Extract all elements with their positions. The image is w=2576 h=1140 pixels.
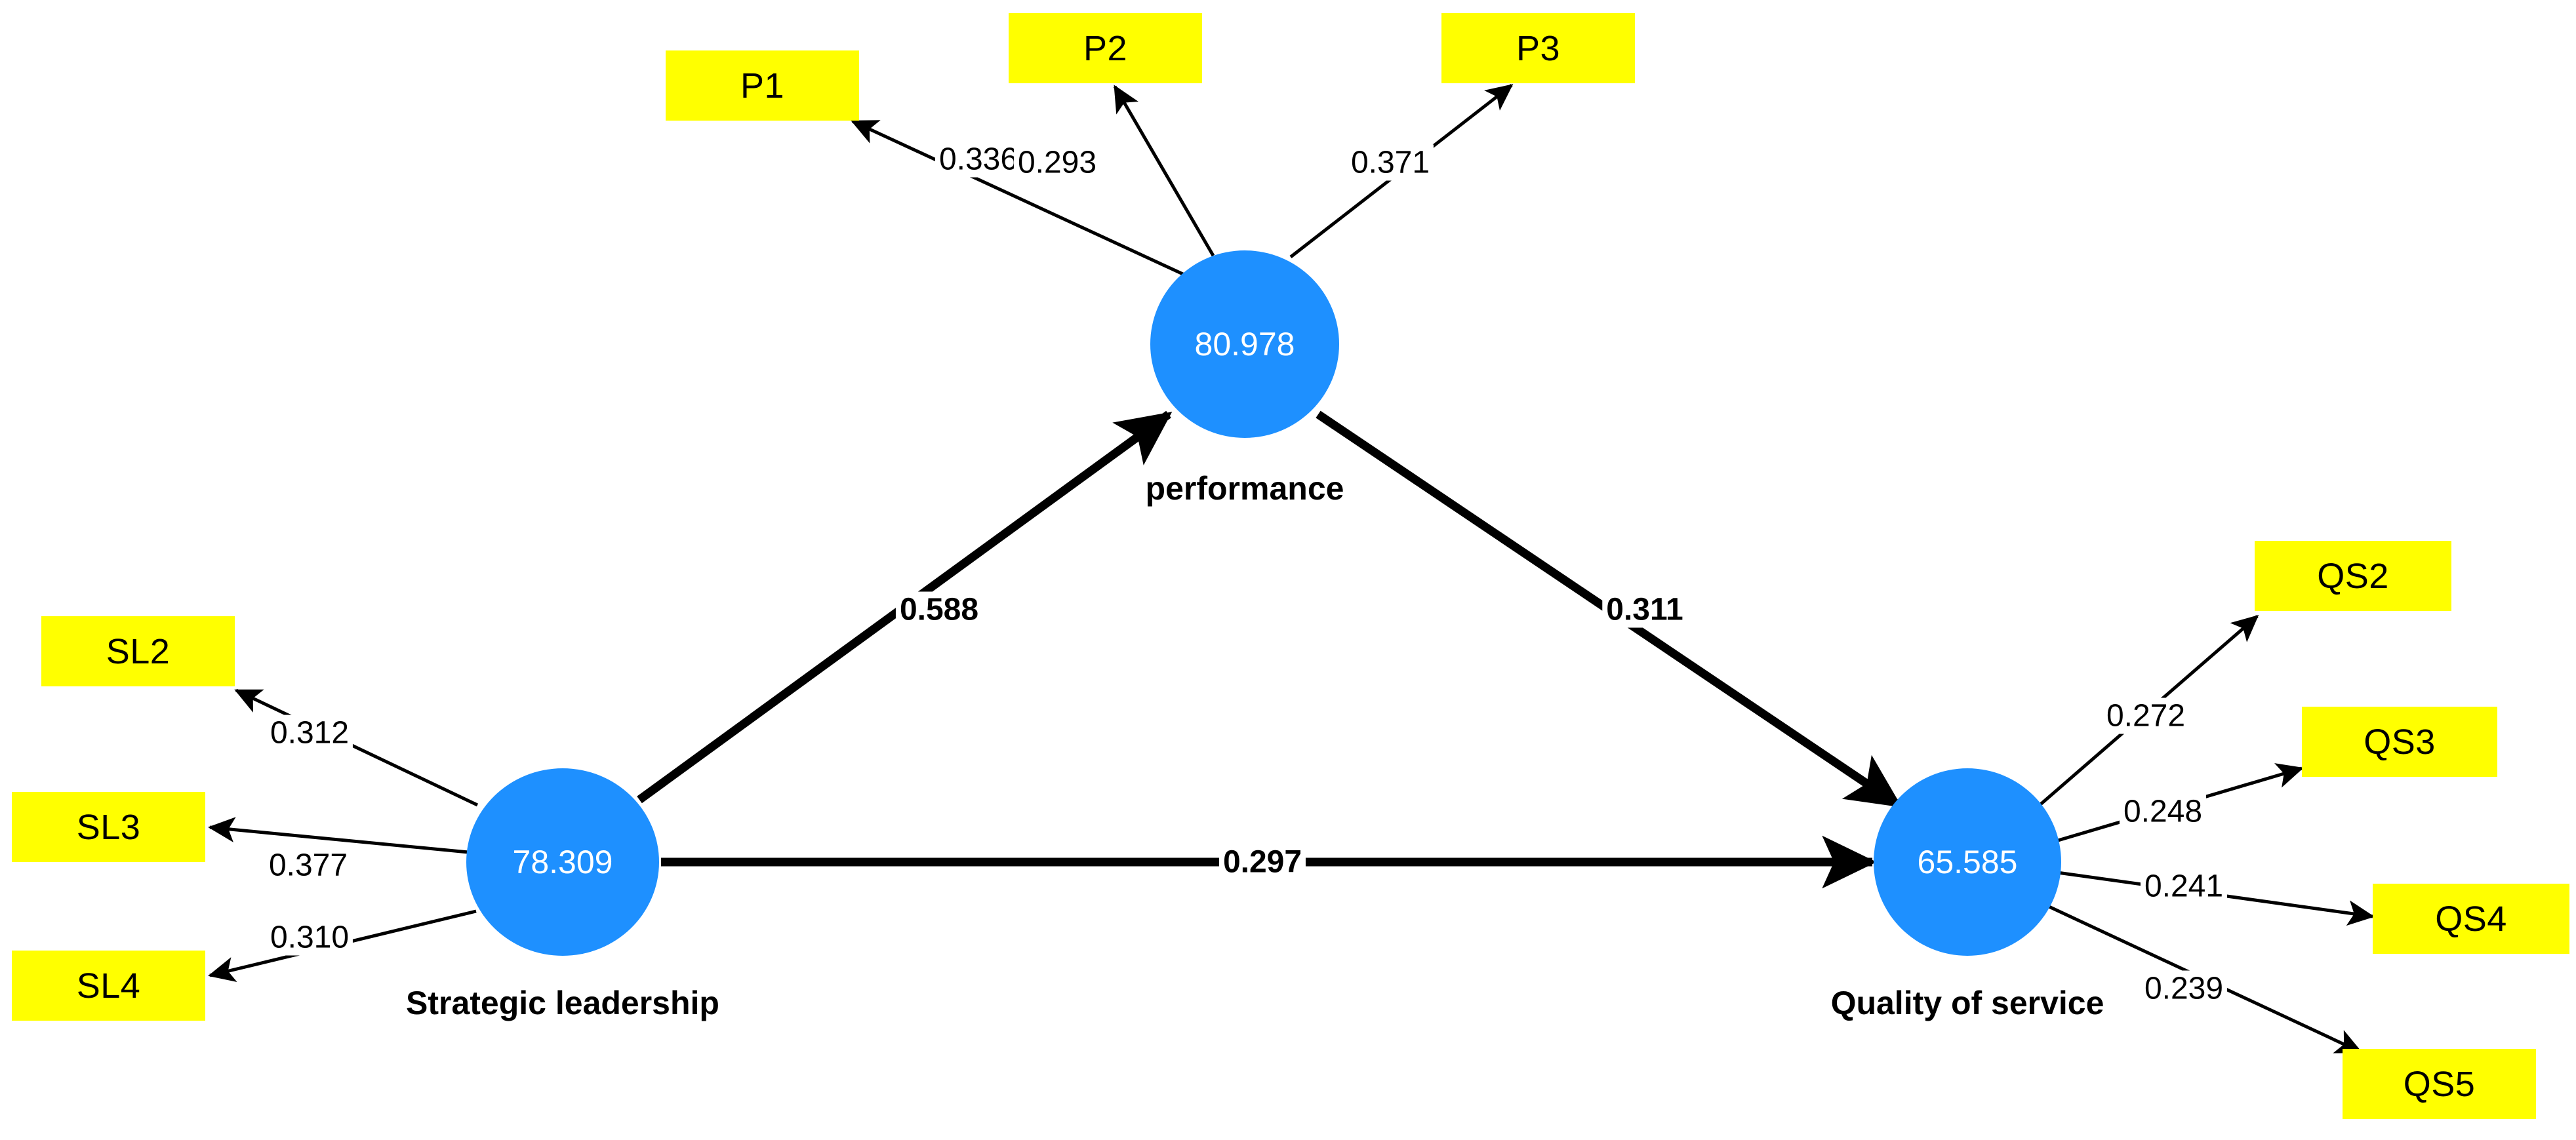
construct-circle-quality-of-service[interactable]: 65.585 [1874, 768, 2061, 956]
indicator-box-qs5[interactable]: QS5 [2343, 1049, 2536, 1119]
indicator-label: QS4 [2435, 899, 2507, 939]
indicator-label: P3 [1516, 28, 1561, 68]
indicator-box-p1[interactable]: P1 [666, 50, 859, 121]
path-line-sl-to-SL3 [208, 817, 469, 854]
coefficient-label-qs-qs5: 0.239 [2140, 970, 2228, 1007]
construct-value: 80.978 [1194, 326, 1295, 363]
coefficient-label-sl-qs: 0.297 [1218, 844, 1306, 880]
path-line-perf-to-P1 [851, 119, 1187, 277]
coefficient-label-perf-p2: 0.293 [1013, 144, 1101, 181]
coefficient-label-sl-sl3: 0.377 [264, 847, 352, 884]
construct-value: 78.309 [512, 844, 613, 880]
construct-circle-performance[interactable]: 80.978 [1150, 250, 1339, 438]
path-line-perf-to-P2 [1113, 85, 1215, 257]
coefficient-label-sl-sl4: 0.310 [266, 919, 353, 956]
construct-label-performance: performance [1145, 470, 1344, 507]
indicator-label: P2 [1083, 28, 1128, 68]
coefficient-label-sl-performance: 0.588 [895, 591, 983, 628]
indicator-label: QS3 [2364, 722, 2436, 762]
indicator-label: SL3 [76, 807, 141, 847]
coefficient-label-perf-p1: 0.336 [935, 141, 1022, 178]
coefficient-label-qs-qs3: 0.248 [2119, 793, 2207, 830]
indicator-label: SL4 [76, 966, 141, 1006]
indicator-box-sl3[interactable]: SL3 [12, 792, 205, 862]
indicator-label: SL2 [106, 631, 171, 671]
indicator-label: P1 [740, 66, 785, 106]
coefficient-label-performance-qs: 0.311 [1602, 591, 1687, 628]
indicator-box-qs3[interactable]: QS3 [2302, 707, 2497, 777]
indicator-box-p2[interactable]: P2 [1009, 13, 1202, 83]
indicator-box-qs4[interactable]: QS4 [2373, 884, 2569, 954]
indicator-label: QS2 [2317, 556, 2389, 596]
path-line-sl-to-SL2 [234, 688, 479, 807]
indicator-box-sl2[interactable]: SL2 [41, 616, 235, 686]
indicator-box-sl4[interactable]: SL4 [12, 951, 205, 1021]
indicator-box-qs2[interactable]: QS2 [2255, 541, 2451, 611]
coefficient-label-perf-p3: 0.371 [1346, 144, 1434, 181]
indicator-box-p3[interactable]: P3 [1441, 13, 1635, 83]
indicator-label: QS5 [2403, 1064, 2476, 1104]
construct-label-quality-of-service: Quality of service [1830, 985, 2104, 1021]
construct-label-strategic-leadership: Strategic leadership [406, 985, 719, 1021]
coefficient-label-sl-sl2: 0.312 [266, 715, 353, 751]
construct-value: 65.585 [1917, 844, 2018, 880]
coefficient-label-qs-qs4: 0.241 [2140, 868, 2228, 905]
coefficient-label-qs-qs2: 0.272 [2102, 698, 2190, 734]
construct-circle-strategic-leadership[interactable]: 78.309 [466, 768, 659, 956]
